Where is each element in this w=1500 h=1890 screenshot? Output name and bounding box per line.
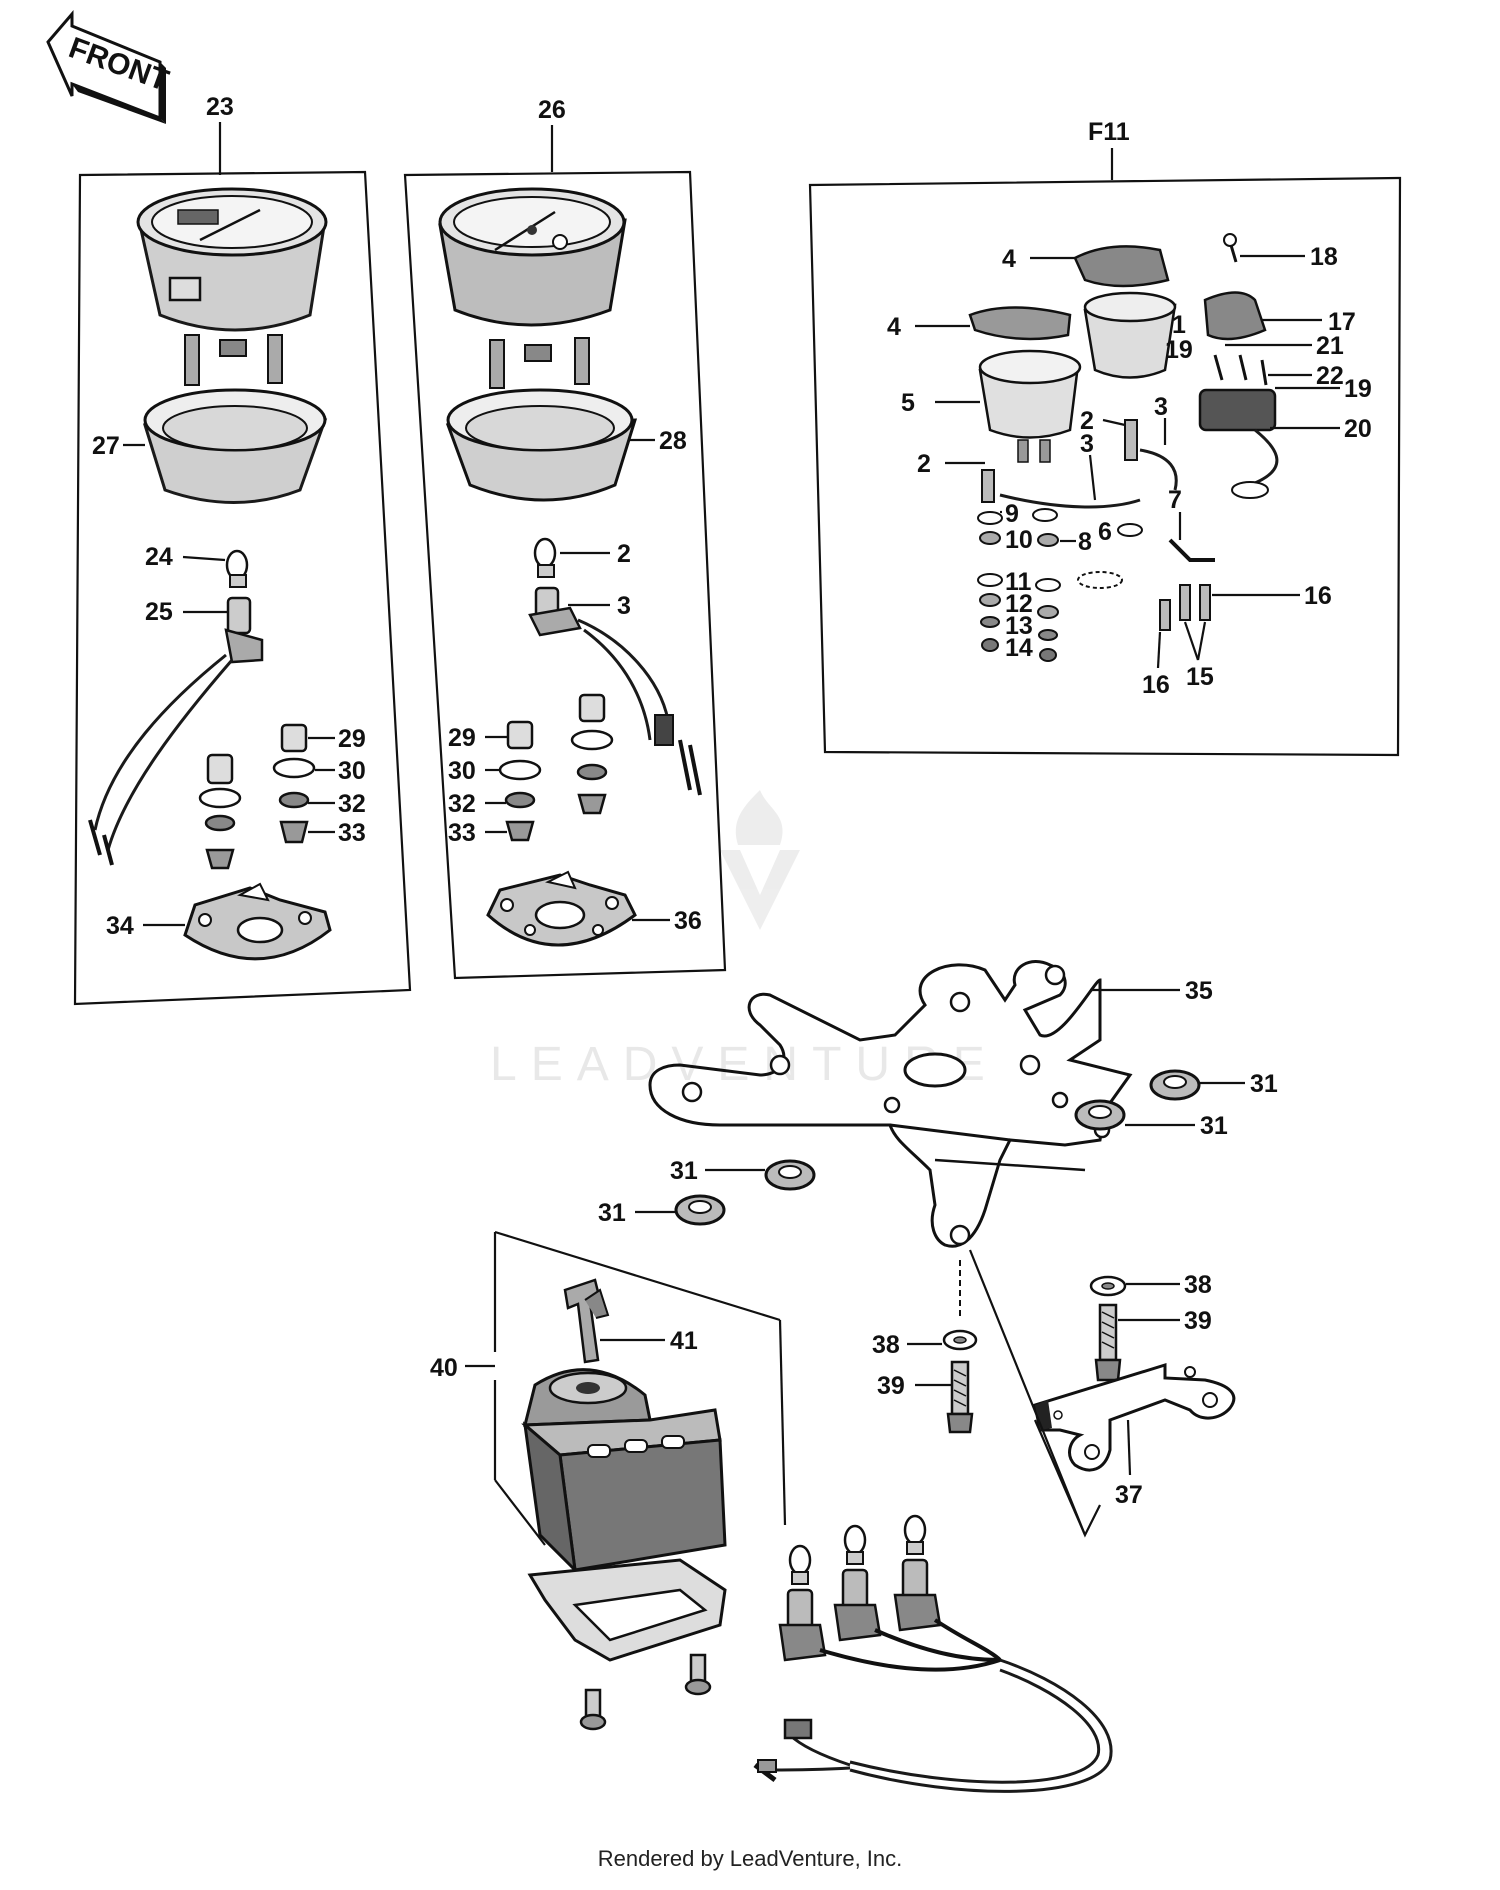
bracket-34: [183, 882, 332, 961]
group-F11-frame: [808, 176, 1402, 757]
callout-f2a: 2: [917, 450, 931, 478]
callout-31d: 31: [598, 1199, 626, 1227]
bracket-36: [486, 870, 637, 947]
washer-bolt-38-39: [942, 1260, 1127, 1434]
callout-25: 25: [145, 598, 173, 626]
callout-41: 41: [670, 1327, 698, 1355]
callout-f22: 22: [1316, 362, 1344, 390]
callout-3a: 3: [617, 592, 631, 620]
callout-37: 37: [1115, 1481, 1143, 1509]
mounting-bracket-35: [648, 960, 1133, 1248]
callout-f19b: 19: [1344, 375, 1372, 403]
watermark-text: LEADVENTURE: [490, 1038, 999, 1091]
group-23: 23 27: [73, 93, 412, 1006]
callout-2a: 2: [617, 540, 631, 568]
group-23-frame: [73, 170, 412, 1006]
callout-23: 23: [206, 93, 234, 121]
callout-35: 35: [1185, 977, 1213, 1005]
callout-f4a: 4: [1002, 245, 1016, 273]
grommets-31: [674, 1069, 1201, 1226]
callout-38b: 38: [872, 1331, 900, 1359]
callout-f2b: 2: [1080, 407, 1094, 435]
callout-40: 40: [430, 1354, 458, 1382]
watermark: LEADVENTURE: [490, 790, 999, 1091]
callout-30a: 30: [338, 757, 366, 785]
callout-f4b: 4: [887, 313, 901, 341]
ignition-switch-40: 40 41: [430, 1230, 787, 1731]
callout-26: 26: [538, 96, 566, 124]
callout-30b: 30: [448, 757, 476, 785]
callout-39b: 39: [877, 1372, 905, 1400]
callout-f3b: 3: [1080, 430, 1094, 458]
callout-f19a: 19: [1165, 336, 1193, 364]
callout-33a: 33: [338, 819, 366, 847]
callout-36: 36: [674, 907, 702, 935]
callout-31b: 31: [1200, 1112, 1228, 1140]
callout-29a: 29: [338, 725, 366, 753]
callout-f21: 21: [1316, 332, 1344, 360]
group-F11: F11: [808, 118, 1402, 757]
front-arrow-icon: FRONT: [46, 9, 173, 124]
gauge-cup-27: [142, 388, 328, 504]
callout-f6: 6: [1098, 518, 1112, 546]
callout-f7: 7: [1168, 486, 1182, 514]
callout-29b: 29: [448, 724, 476, 752]
callout-f13: 13: [1005, 612, 1033, 640]
callout-32b: 32: [448, 790, 476, 818]
tachometer-gauge: [438, 187, 627, 389]
callout-31a: 31: [1250, 1070, 1278, 1098]
callout-f14: 14: [1005, 634, 1033, 662]
bracket-37: [1033, 1362, 1236, 1472]
bulb-socket-24-25: [88, 549, 264, 866]
callout-f16a: 16: [1304, 582, 1332, 610]
group-26-frame: [403, 170, 727, 980]
callout-32a: 32: [338, 790, 366, 818]
callout-31c: 31: [670, 1157, 698, 1185]
callout-27: 27: [92, 432, 120, 460]
callout-f18: 18: [1310, 243, 1338, 271]
callout-39a: 39: [1184, 1307, 1212, 1335]
callout-f15: 15: [1186, 663, 1214, 691]
callout-24: 24: [145, 543, 173, 571]
hardware-stack-mid: [498, 693, 614, 842]
group-26: 26 28: [403, 96, 727, 980]
callout-34: 34: [106, 912, 134, 940]
callout-f1: 1: [1172, 311, 1186, 339]
gauge-cup-28: [445, 388, 638, 502]
exploded-gauge-assembly: [968, 233, 1279, 662]
callout-f3a: 3: [1154, 393, 1168, 421]
footer-credit: Rendered by LeadVenture, Inc.: [597, 1846, 903, 1871]
bulb-socket-2-3: [528, 537, 702, 796]
callout-f8: 8: [1078, 528, 1092, 556]
callout-33b: 33: [448, 819, 476, 847]
callout-38a: 38: [1184, 1271, 1212, 1299]
callout-f12: 12: [1005, 590, 1033, 618]
callout-f5: 5: [901, 389, 915, 417]
callout-f17: 17: [1328, 308, 1356, 336]
hardware-stack-left: [198, 723, 316, 870]
callout-f10: 10: [1005, 526, 1033, 554]
callout-f20: 20: [1344, 415, 1372, 443]
callout-28: 28: [659, 427, 687, 455]
wiring-harness-indicator-sockets: [753, 1514, 1113, 1793]
callout-f11: 11: [1005, 568, 1032, 596]
callout-f9: 9: [1005, 500, 1019, 528]
callout-f16b: 16: [1142, 671, 1170, 699]
speedometer-gauge: [136, 187, 328, 386]
callout-F11: F11: [1088, 118, 1130, 146]
